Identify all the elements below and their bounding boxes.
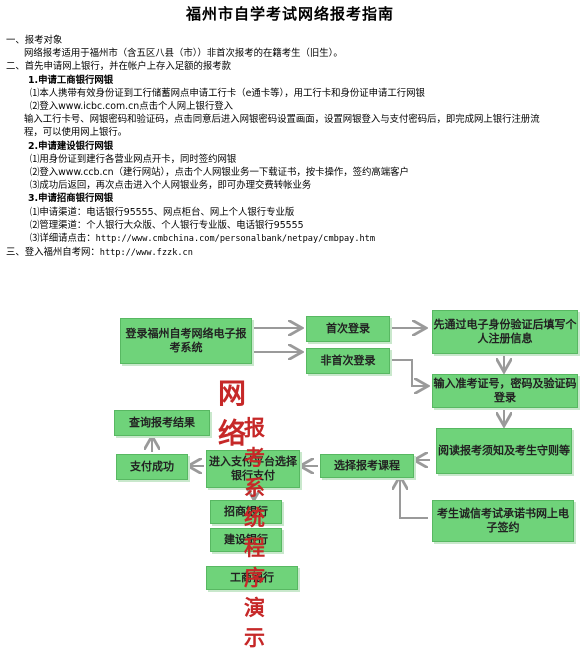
section-2-heading: 二、首先申请网上银行，并在帐户上存入足额的报考款	[6, 61, 232, 73]
cmb-heading: 3.申请招商银行网银	[28, 193, 114, 205]
cmb-step-3-prefix: ⑶详细请点击：	[30, 233, 96, 245]
guide-text: 一、报考对象 网络报考适用于福州市（含五区八县（市））非首次报考的在籍考生（旧生…	[6, 34, 576, 260]
ccb-step-3: ⑶成功后返回，再次点击进入个人网银业务，即可办理交费转帐业务	[30, 180, 312, 192]
watermark-line-2: 报考系统程序演示	[244, 415, 265, 650]
icbc-step-3: 输入工行卡号、网银密码和验证码，点击同意后进入网银密码设置画面，设置网银登入与支…	[24, 114, 540, 139]
cmb-step-1: ⑴申请渠道：电话银行95555、网点柜台、网上个人银行专业版	[30, 206, 295, 218]
icbc-step-1: ⑴本人携带有效身份证到工行储蓄网点申请工行卡（e通卡等），用工行卡和身份证申请工…	[30, 87, 425, 99]
cmb-link[interactable]: http://www.cmbchina.com/personalbank/net…	[95, 234, 376, 245]
read-notice-box: 阅读报考须知及考生守则等	[436, 428, 572, 474]
page-title: 福州市自学考试网络报考指南	[185, 5, 394, 23]
flow-arrows	[0, 300, 580, 519]
arrow-notfirst-to-credentials	[392, 359, 426, 386]
cmb-step-3: ⑶详细请点击：http://www.cmbchina.com/personalb…	[6, 232, 576, 246]
cmb-step-2: ⑵管理渠道：个人银行大众版、个人银行专业版、电话银行95555	[30, 219, 304, 231]
query-result-box: 查询报考结果	[114, 410, 210, 436]
bank-ccb-box: 建设银行	[210, 528, 282, 552]
login-system-box: 登录福州自考网络电子报考系统	[120, 318, 252, 364]
icbc-heading: 1.申请工商银行网银	[28, 74, 114, 86]
payment-success-box: 支付成功	[116, 454, 188, 480]
ccb-heading: 2.申请建设银行网银	[28, 140, 114, 152]
bank-icbc-box: 工商银行	[206, 566, 298, 590]
watermark-line-1: 网络	[218, 377, 247, 450]
not-first-login-box: 非首次登录	[306, 348, 390, 374]
enter-payment-box: 进入支付平台选择银行支付	[206, 450, 300, 488]
section-1-heading: 一、报考对象	[6, 35, 63, 46]
section-3-prefix: 三、登入福州自考网：	[6, 247, 100, 259]
select-course-box: 选择报考课程	[320, 454, 414, 478]
sign-pledge-box: 考生诚信考试承诺书网上电子签约	[432, 500, 574, 542]
section-3: 三、登入福州自考网：http://www.fzzk.cn	[6, 246, 576, 260]
enter-credentials-box: 输入准考证号，密码及验证码登录	[432, 374, 578, 408]
icbc-step-2: ⑵登入www.icbc.com.cn点击个人网上银行登入	[30, 101, 233, 113]
ccb-step-2: ⑵登入www.ccb.cn（建行网站），点击个人网银业务一下载证书，按卡操作，签…	[30, 167, 409, 179]
ccb-step-1: ⑴用身份证到建行各营业网点开卡，同时签约网银	[30, 153, 237, 165]
fzzk-link[interactable]: http://www.fzzk.cn	[99, 248, 193, 259]
first-login-box: 首次登录	[306, 316, 390, 342]
arrow-pledge-to-course	[400, 478, 428, 519]
bank-cmb-box: 招商银行	[210, 500, 282, 524]
section-1-text: 网络报考适用于福州市（含五区八县（市））非首次报考的在籍考生（旧生）。	[24, 48, 343, 60]
verify-identity-box: 先通过电子身份验证后填写个人注册信息	[432, 310, 578, 354]
